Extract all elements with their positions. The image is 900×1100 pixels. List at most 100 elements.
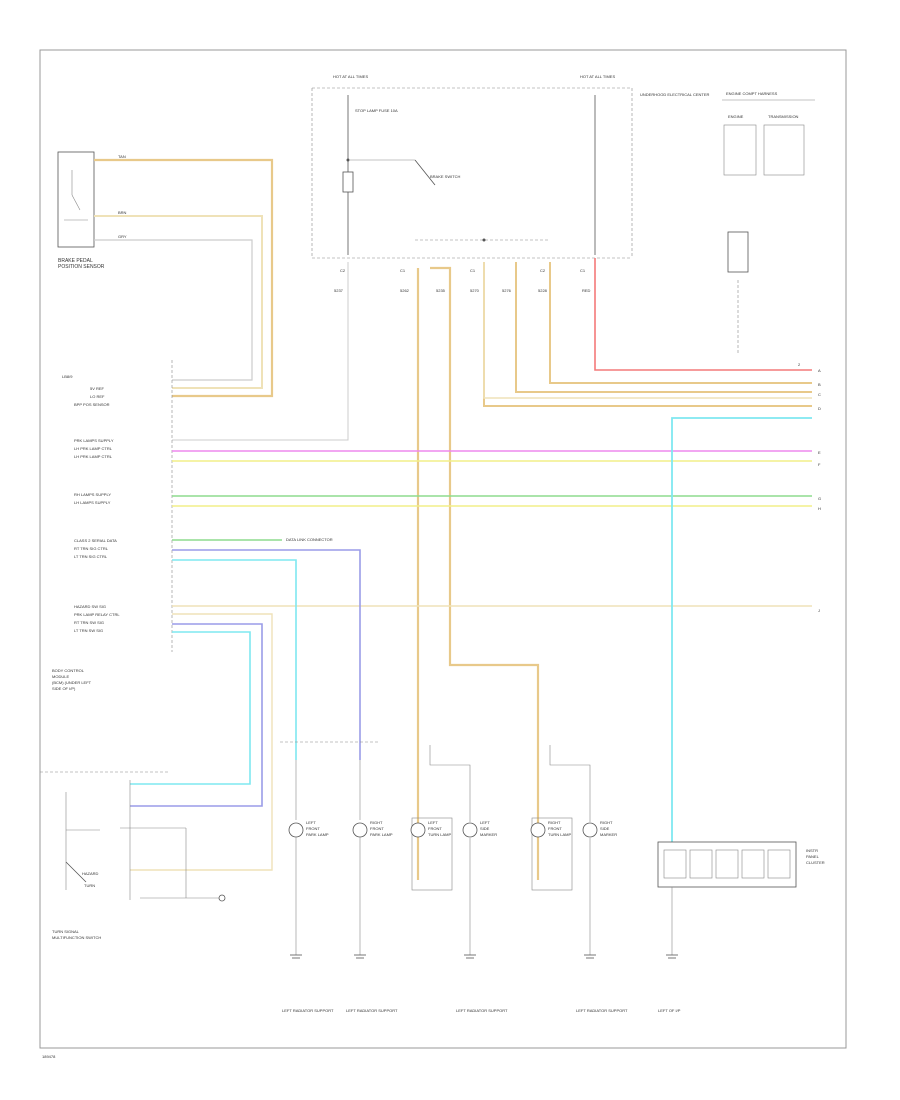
svg-text:H: H — [818, 506, 821, 511]
wire-cyan-lt-trn — [172, 559, 297, 760]
wire-blue-rt-sw — [130, 623, 263, 807]
bcm-pin-class2: CLASS 2 SERIAL DATA — [74, 538, 117, 543]
relay-label: BRAKE SWITCH — [430, 174, 461, 179]
svg-text:C2: C2 — [340, 268, 346, 273]
instrument-panel-cluster: INSTR PANEL CLUSTER — [657, 841, 825, 955]
lamp-label: RIGHT — [548, 820, 561, 825]
svg-text:5276: 5276 — [502, 288, 512, 293]
wire-label-red: RED — [582, 288, 591, 293]
legend-col1: ENGINE — [728, 114, 744, 119]
data-link-label: DATA LINK CONNECTOR — [286, 537, 333, 542]
svg-text:C1: C1 — [580, 268, 586, 273]
lamp-label: RIGHT — [370, 820, 383, 825]
cluster-label-1: INSTR — [806, 848, 818, 853]
bcm-footer-2: MODULE — [52, 674, 69, 679]
brake-sensor-label-1: BRAKE PEDAL — [58, 258, 93, 264]
svg-text:B: B — [818, 382, 821, 387]
bcm-pin-lo: LO REF — [90, 394, 105, 399]
legend-title: ENGINE COMPT HARNESS — [726, 91, 778, 96]
wire-cyan-cluster — [671, 417, 812, 842]
bcm-pin-prk-relay: PRK LAMP RELAY CTRL — [74, 612, 120, 617]
svg-text:F: F — [818, 462, 821, 467]
bcm-footer-1: BODY CONTROL — [52, 668, 85, 673]
lamp-right-front-park: RIGHT FRONT PARK LAMP — [352, 760, 393, 955]
mfs-label-1: TURN SIGNAL — [52, 929, 80, 934]
bcm-pin-lt-trn-sw: LT TRN SW SIG — [74, 628, 103, 633]
lamp-right-front-turn: RIGHT FRONT TURN LAMP RIGHT SIDE MARKER — [530, 745, 617, 955]
ground-label: LEFT RADIATOR SUPPORT — [456, 1008, 508, 1013]
wire-label-brn-1: BRN — [118, 210, 127, 215]
ground-g3: LEFT RADIATOR SUPPORT — [456, 954, 508, 1013]
ground-label: LEFT RADIATOR SUPPORT — [576, 1008, 628, 1013]
bcm-pin-lt-trn: LT TRN SIG CTRL — [74, 554, 108, 559]
wire-beige-bpp-lo — [94, 215, 263, 389]
svg-text:G: G — [818, 496, 821, 501]
bcm-pin-prk-supply: PRK LAMPS SUPPLY — [74, 438, 114, 443]
lamp-label: FRONT — [548, 826, 562, 831]
lamp-label: LEFT — [480, 820, 490, 825]
wire-label-tan-1: TAN — [118, 154, 126, 159]
ground-g2: LEFT RADIATOR SUPPORT — [346, 954, 398, 1013]
ground-label: LEFT RADIATOR SUPPORT — [282, 1008, 334, 1013]
lamp-label: LEFT — [428, 820, 438, 825]
cluster-label-3: CLUSTER — [806, 860, 825, 865]
brake-sensor-label-2: POSITION SENSOR — [58, 264, 105, 270]
ground-g4: LEFT RADIATOR SUPPORT — [576, 954, 628, 1013]
bcm-footer-3: (BCM) (UNDER LEFT — [52, 680, 92, 685]
wire-tan-1 — [549, 262, 812, 384]
wire-tan-hazard-sw — [130, 613, 273, 871]
ground-label: LEFT RADIATOR SUPPORT — [346, 1008, 398, 1013]
svg-text:C: C — [818, 392, 821, 397]
ground-g5: LEFT OF I/P — [658, 954, 681, 1013]
wire-label-gry-1: GRY — [118, 234, 127, 239]
svg-text:D: D — [818, 406, 821, 411]
bcm-title: LB8/9 — [62, 374, 73, 379]
svg-text:E: E — [818, 450, 821, 455]
bcm-pin-rt-trn-sw: RT TRN SW SIG — [74, 620, 104, 625]
lamp-label: FRONT — [370, 826, 384, 831]
fuse-wire-labels: 5237 5262 5235 5270 5276 5228 RED — [334, 288, 591, 293]
brake-pedal-position-sensor: BRAKE PEDAL POSITION SENSOR — [57, 151, 105, 270]
lamp-label: PARK LAMP — [306, 832, 329, 837]
wire-blue-rt-trn — [172, 549, 361, 760]
wire-tan-3 — [483, 262, 812, 407]
lamp-label: FRONT — [428, 826, 442, 831]
wire-gray-bpp-sig — [94, 239, 253, 381]
hazard-label: HAZARD — [82, 871, 99, 876]
wire-beige-1 — [483, 262, 812, 399]
svg-text:C2: C2 — [540, 268, 546, 273]
svg-text:A: A — [818, 368, 821, 373]
wire-gray-prk-supply — [172, 262, 349, 441]
ground-label: LEFT OF I/P — [658, 1008, 681, 1013]
fuse-block: HOT AT ALL TIMES HOT AT ALL TIMES STOP L… — [311, 74, 710, 259]
bcm-pin-lh-prk: LH PRK LAMP CTRL — [74, 446, 113, 451]
svg-text:5237: 5237 — [334, 288, 344, 293]
svg-text:C1: C1 — [400, 268, 406, 273]
lamp-label: SIDE — [600, 826, 610, 831]
legend-col2: TRANSMISSION — [768, 114, 799, 119]
lamp-label: MARKER — [600, 832, 617, 837]
fuse-block-connectors: C2 C1 C1 C2 C1 — [340, 268, 586, 273]
wire-tan-right-turn — [430, 266, 540, 880]
svg-text:J: J — [818, 608, 820, 613]
bcm-pin-bpp: BPP POS SENSOR — [74, 402, 110, 407]
svg-text:5235: 5235 — [436, 288, 446, 293]
lamp-label: TURN LAMP — [428, 832, 451, 837]
lamp-label: TURN LAMP — [548, 832, 571, 837]
wire-tan-2 — [515, 262, 812, 393]
svg-text:5228: 5228 — [538, 288, 548, 293]
lamp-left-front-park: LEFT FRONT PARK LAMP — [288, 760, 329, 955]
lamp-label: SIDE — [480, 826, 490, 831]
underhood-label: UNDERHOOD ELECTRICAL CENTER — [640, 92, 710, 97]
wire-red-supply — [594, 258, 812, 371]
lamp-label: LEFT — [306, 820, 316, 825]
wire-cyan-lt-sw — [130, 631, 251, 785]
bcm-pin-rt-trn: RT TRN SIG CTRL — [74, 546, 109, 551]
body-control-module: LB8/9 5V REF LO REF BPP POS SENSOR PRK L… — [52, 360, 173, 691]
hot-at-all-times-1: HOT AT ALL TIMES — [333, 74, 368, 79]
svg-text:C1: C1 — [470, 268, 476, 273]
lamp-left-front-turn: LEFT FRONT TURN LAMP LEFT SIDE MARKER — [410, 745, 497, 955]
bcm-pin-5v: 5V REF — [90, 386, 105, 391]
right-edge-connectors: 2 A B C D E F G H J — [798, 362, 821, 613]
